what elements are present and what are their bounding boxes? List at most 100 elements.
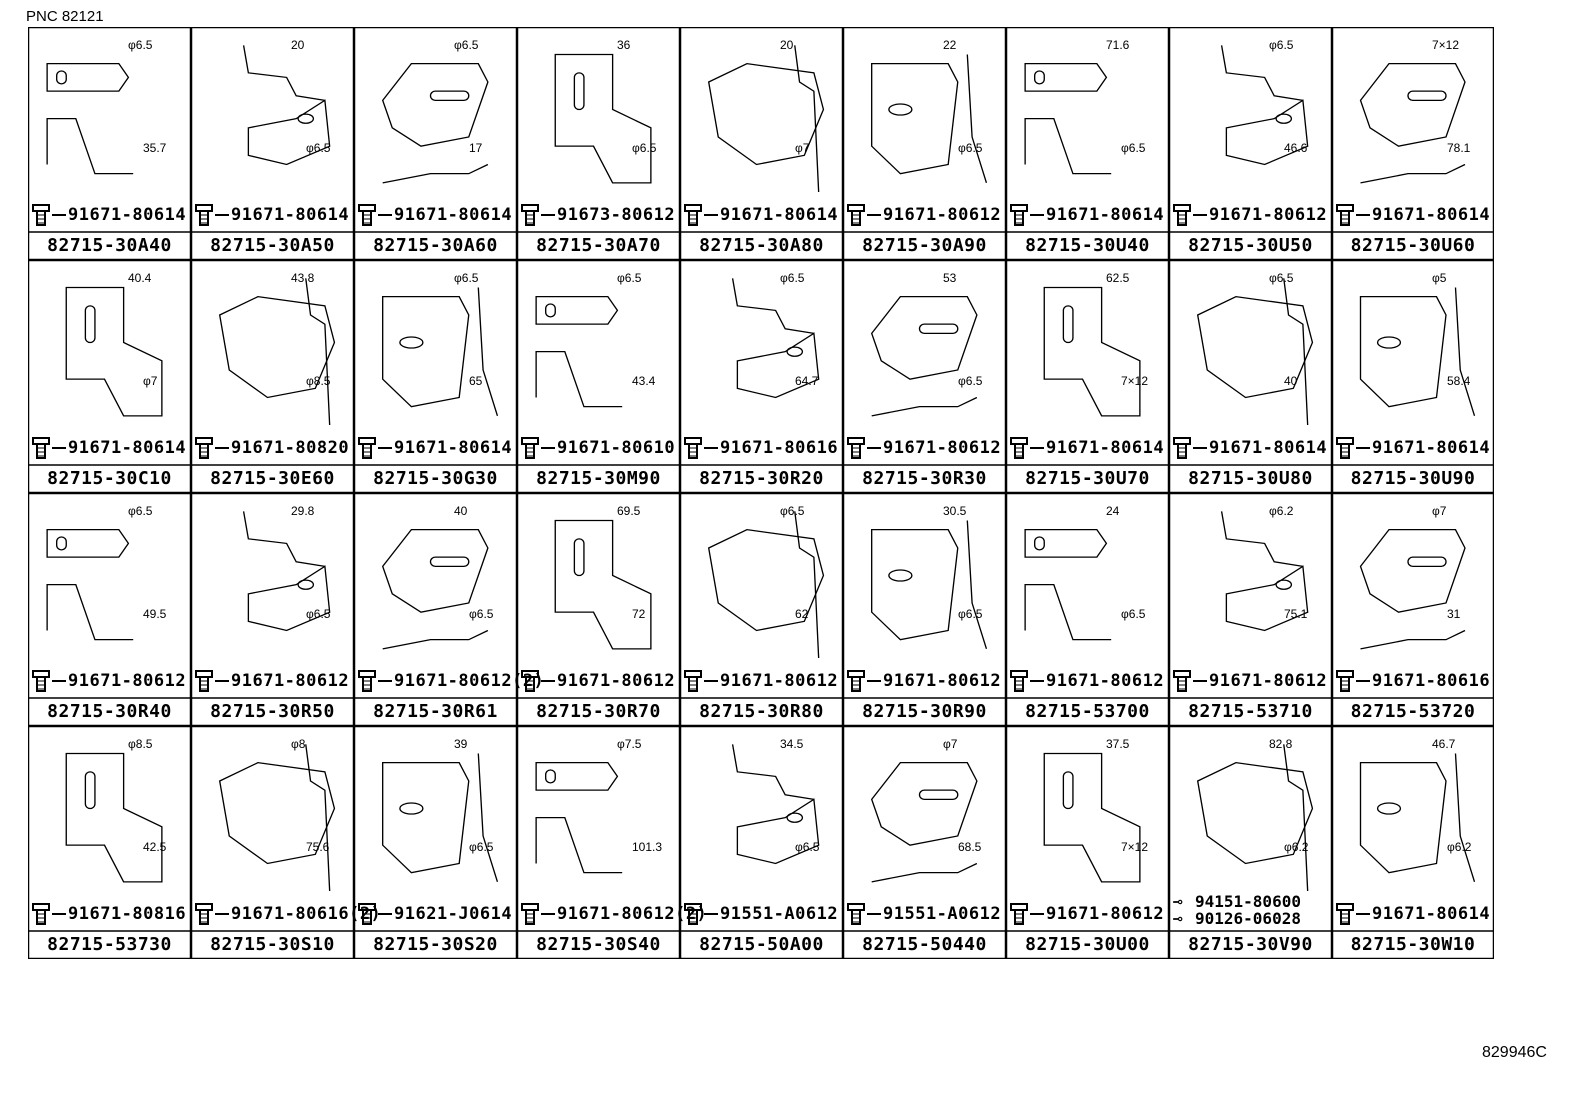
bracket-drawing: 69.572	[517, 493, 680, 726]
dimension-label: 71.6	[1106, 38, 1130, 52]
bolt-icon	[1336, 670, 1356, 692]
dimension-label: 64.7	[795, 374, 819, 388]
bolt-part-number: 91671-80614	[1010, 437, 1164, 459]
part-number: 82715-30S20	[373, 934, 498, 955]
bolt-icon	[1010, 437, 1030, 459]
part-number: 82715-53720	[1350, 701, 1476, 722]
dimension-label: φ8	[291, 737, 306, 751]
bolt-number: 91671-80614	[1372, 438, 1491, 458]
bolt-icon	[847, 204, 867, 226]
bolt-icon	[684, 437, 704, 459]
bolt-icon	[32, 670, 52, 692]
bolt-icon	[358, 670, 378, 692]
part-number: 82715-50A00	[699, 934, 824, 955]
bolt-number: 91671-80616(2)	[231, 904, 382, 924]
dimension-label: 78.1	[1447, 141, 1471, 155]
bracket-drawing: φ6.517	[354, 27, 517, 260]
part-number: 82715-30U00	[1025, 934, 1150, 955]
bracket-drawing: φ6.535.7	[28, 27, 191, 260]
bolt-icon	[358, 437, 378, 459]
dimension-label: 46.6	[1284, 141, 1308, 155]
dimension-label: φ7	[1432, 504, 1447, 518]
bolt-number: 91671-80612(2)	[557, 904, 708, 924]
bolt-part-number: 91671-80612	[684, 670, 838, 692]
bolt-number: 91671-80612	[1209, 205, 1328, 225]
part-number: 82715-30U50	[1188, 235, 1313, 256]
pnc-label: PNC 82121	[26, 8, 104, 25]
dimension-label: φ6.5	[454, 271, 479, 285]
part-number: 82715-30R90	[862, 701, 987, 722]
bolt-part-number: 91671-80612	[1173, 204, 1327, 226]
bolt-number: 91671-80612	[883, 438, 1002, 458]
dimension-label: 20	[291, 38, 305, 52]
dimension-label: 20	[780, 38, 794, 52]
dimension-label: φ6.5	[469, 840, 494, 854]
dimension-label: 101.3	[632, 840, 662, 854]
dimension-label: φ7	[943, 737, 958, 751]
dimension-label: 40	[1284, 374, 1298, 388]
dimension-label: 72	[632, 607, 646, 621]
bolt-icon	[1336, 204, 1356, 226]
bolt-icon	[195, 204, 215, 226]
bolt-part-number: 91671-80612(2)	[358, 670, 544, 692]
dimension-label: φ6.5	[1121, 141, 1146, 155]
dimension-label: φ6.5	[958, 374, 983, 388]
part-number: 82715-30U40	[1025, 235, 1150, 256]
part-number: 82715-30A40	[47, 235, 172, 256]
bracket-drawing: φ6.275.1	[1169, 493, 1332, 726]
part-number: 82715-30R20	[699, 468, 824, 489]
bolt-part-number: 91671-80614	[1336, 903, 1490, 925]
bolt-part-number: 91551-A0612	[684, 903, 838, 925]
figure-id: 829946C	[1482, 1044, 1547, 1061]
dimension-label: φ6.5	[632, 141, 657, 155]
part-number: 82715-30A50	[210, 235, 335, 256]
bolt-number: 91671-80614	[720, 205, 839, 225]
bolt-number: 91551-A0612	[720, 904, 839, 924]
dimension-label: φ6.5	[1121, 607, 1146, 621]
part-number: 82715-30U80	[1188, 468, 1313, 489]
bolt-part-numbers: ⊸94151-80600⊸90126-06028	[1173, 893, 1301, 927]
bolt-number: 91671-80614	[1372, 904, 1491, 924]
dimension-label: 22	[943, 38, 957, 52]
bolt-number: 91671-80612	[1046, 904, 1165, 924]
bolt-icon: ⊸	[1173, 892, 1183, 911]
part-number: 82715-30U70	[1025, 468, 1150, 489]
dimension-label: 49.5	[143, 607, 167, 621]
part-number: 82715-30U90	[1350, 468, 1476, 489]
dimension-label: φ6.2	[1284, 840, 1309, 854]
bolt-number: 91671-80816	[68, 904, 187, 924]
bolt-part-number: 91671-80614	[195, 204, 349, 226]
part-number: 82715-30S40	[536, 934, 661, 955]
bolt-number: 91551-A0612	[883, 904, 1002, 924]
dimension-label: 43.8	[291, 271, 315, 285]
bolt-part-number: 91671-80612	[847, 670, 1001, 692]
bolt-icon	[684, 204, 704, 226]
bolt-part-number: 91671-80616	[1336, 670, 1490, 692]
dimension-label: φ6.2	[1269, 504, 1294, 518]
dimension-label: φ6.5	[128, 504, 153, 518]
dimension-label: 62	[795, 607, 809, 621]
bolt-icon	[32, 903, 52, 925]
bolt-icon	[358, 204, 378, 226]
dimension-label: φ6.5	[306, 607, 331, 621]
bracket-drawing: φ6.562	[680, 493, 843, 726]
bolt-number: 91671-80612	[883, 205, 1002, 225]
dimension-label: 40	[454, 504, 468, 518]
part-number: 82715-30A70	[536, 235, 661, 256]
bolt-number: 91671-80612	[557, 671, 676, 691]
